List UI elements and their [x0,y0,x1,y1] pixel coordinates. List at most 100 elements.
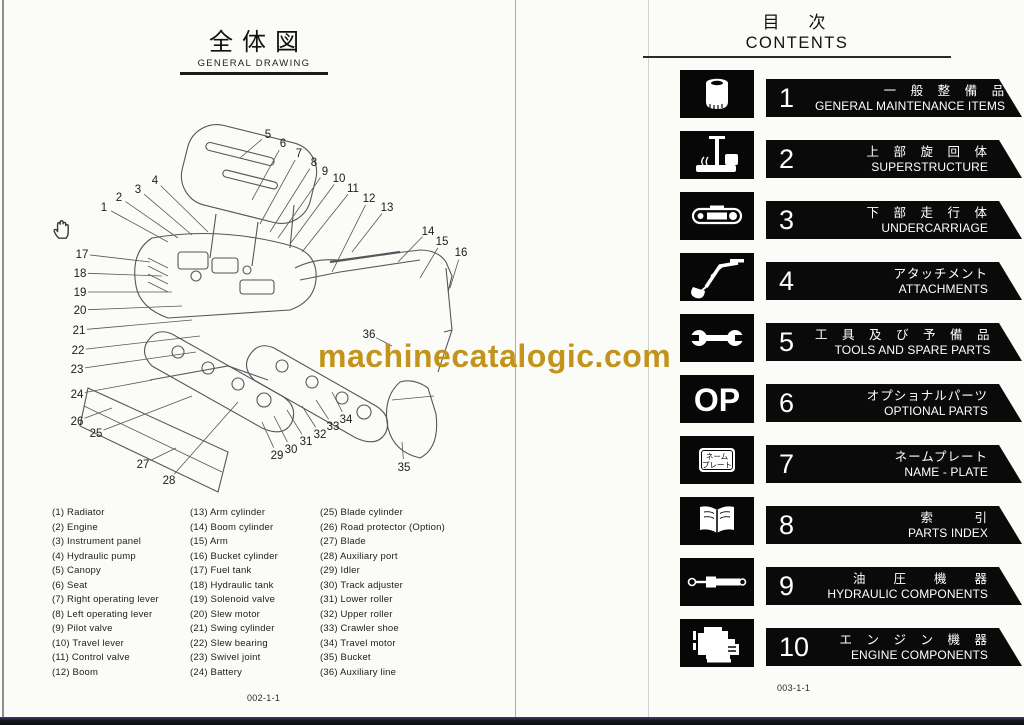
part-item: (24) Battery [190,667,243,679]
section-title-ja: 一 般 整 備 品 [883,83,1006,98]
section-title-en: ATTACHMENTS [898,281,988,296]
part-item: (11) Control valve [52,652,130,664]
excavator-general-drawing: 1234567891011121314151617181920212223242… [71,124,467,493]
section-title-ja: 工 具 及 び 予 備 品 [815,327,991,342]
section-number: 10 [779,631,810,662]
part-item: (17) Fuel tank [190,565,252,577]
section-title-en: GENERAL MAINTENANCE ITEMS [815,98,1006,113]
superstructure-icon [680,131,754,179]
section-number: 3 [779,204,795,235]
callout-number: 7 [296,148,302,160]
section-title-ja: 油 圧 機 器 [852,571,988,586]
part-item: (9) Pilot valve [52,623,113,635]
parts-column-3: (25) Blade cylinder (26) Road protector (… [320,506,445,681]
title-underline [180,72,328,75]
svg-text:ネーム: ネーム [706,452,728,461]
callout-number: 33 [327,421,340,433]
section-title-ja: 索 引 [920,510,988,525]
part-item: (16) Bucket cylinder [190,550,278,562]
callout-number: 3 [135,184,141,196]
part-item: (10) Travel lever [52,637,125,649]
general-drawing-header: 全体図 GENERAL DRAWING [180,22,328,75]
part-item: (18) Hydraulic tank [190,579,274,591]
callout-number: 4 [152,175,159,187]
section-number: 5 [779,326,795,357]
callout-number: 11 [347,183,359,195]
page-gutter-line [648,0,649,717]
section-number: 2 [779,143,795,174]
section-title-ja: アタッチメント [893,266,988,281]
section-title-en: OPTIONAL PARTS [884,403,988,418]
excavator-line-art [79,124,453,493]
part-item: (35) Bucket [320,652,371,664]
filter-icon [680,70,754,118]
callout-number: 28 [163,475,176,487]
part-item: (23) Swivel joint [190,652,261,664]
callout-number: 2 [116,192,122,204]
section-title-en: NAME - PLATE [904,464,988,479]
contents-title-en: CONTENTS [745,34,849,52]
section-title-ja: 下 部 走 行 体 [866,205,988,220]
callout-number: 10 [333,173,346,185]
book-icon [680,497,754,545]
part-item: (30) Track adjuster [320,579,403,591]
svg-text:OP: OP [694,382,740,418]
section-title-en: UNDERCARRIAGE [881,220,988,235]
section-number: 8 [779,509,795,540]
callout-number: 34 [340,414,353,426]
callout-number: 18 [74,268,87,280]
callout-number: 35 [398,462,411,474]
part-item: (27) Blade [320,536,366,548]
part-item: (12) Boom [52,667,99,679]
callout-number: 23 [71,364,84,376]
part-item: (7) Right operating lever [52,594,159,606]
left-page-number: 002-1-1 [247,693,281,703]
watermark-text: machinecatalogic.com [318,338,672,374]
contents-header: 目 次 CONTENTS [643,8,951,58]
callout-number: 24 [71,389,84,401]
callout-number: 9 [322,166,328,178]
section-number: 9 [779,570,795,601]
section-title-ja: エ ン ジ ン 機 器 [839,632,988,647]
section-title-en: TOOLS AND SPARE PARTS [834,342,991,357]
part-item: (26) Road protector (Option) [320,521,445,533]
part-item: (6) Seat [52,579,88,591]
callout-number: 19 [74,287,87,299]
section-title-ja: 上 部 旋 回 体 [866,144,988,159]
callout-number: 30 [285,444,298,456]
part-item: (25) Blade cylinder [320,507,404,518]
undercarriage-icon [680,192,754,240]
paper-edge-line [2,0,4,717]
parts-column-1: (1) Radiator(2) Engine(3) Instrument pan… [52,506,159,681]
section-title-en: SUPERSTRUCTURE [871,159,988,174]
section-title-en: ENGINE COMPONENTS [850,647,988,662]
part-item: (28) Auxiliary port [320,550,398,562]
part-item: (34) Travel motor [320,637,396,649]
part-item: (36) Auxiliary line [320,667,397,679]
contents-underline [643,56,951,58]
callout-number: 20 [74,305,87,317]
part-item: (1) Radiator [52,507,105,518]
callout-number: 14 [422,226,435,238]
bottom-window-bar [0,717,1024,725]
part-item: (3) Instrument panel [52,536,142,548]
section-number: 7 [779,448,795,479]
callout-number: 27 [137,459,150,471]
